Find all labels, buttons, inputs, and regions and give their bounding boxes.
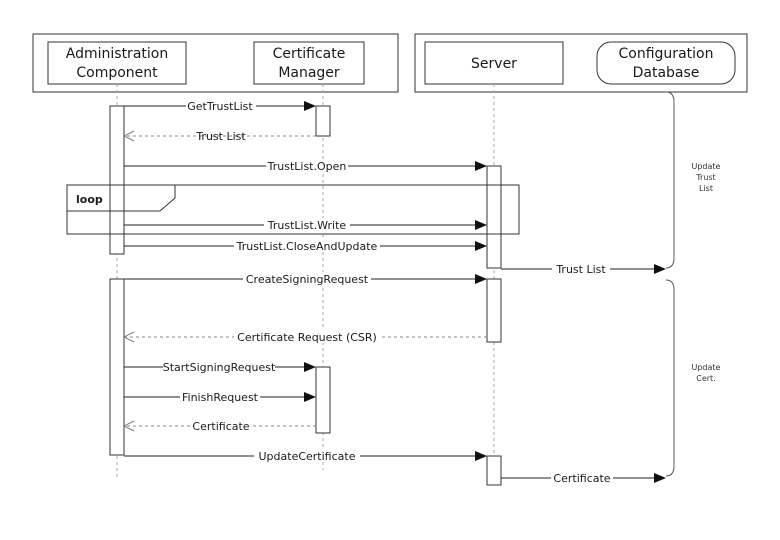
note-update-cert-line1: Update <box>692 363 721 372</box>
message-trust-list-reply: Trust List <box>122 130 316 143</box>
message-finish-request: FinishRequest <box>124 390 316 404</box>
message-get-trust-list: GetTrustList <box>124 99 316 113</box>
participant-admin-component: Administration Component <box>47 41 187 85</box>
participant-certmgr-line2: Manager <box>278 65 340 81</box>
participant-certmgr-line1: Certificate <box>273 46 346 62</box>
note-update-trust-list-line2: Trust <box>695 173 715 182</box>
activation-certmgr-2 <box>315 366 331 434</box>
message-start-signing-request-label: StartSigningRequest <box>163 361 276 374</box>
message-get-trust-list-label: GetTrustList <box>187 100 253 113</box>
participant-configuration-database: Configuration Database <box>596 41 736 85</box>
participant-configdb-line1: Configuration <box>619 46 714 62</box>
participant-certificate-manager: Certificate Manager <box>253 41 365 85</box>
loop-label: loop <box>76 193 103 206</box>
note-update-cert: Update Cert. <box>665 279 721 477</box>
message-server-trust-list: Trust List <box>501 262 666 276</box>
activation-server-3 <box>486 455 502 486</box>
message-create-signing-request: CreateSigningRequest <box>124 272 487 286</box>
activation-admin-1 <box>109 105 125 255</box>
message-trust-list-open: TrustList.Open <box>124 159 487 173</box>
message-create-signing-request-label: CreateSigningRequest <box>246 273 369 286</box>
activation-certmgr-1 <box>315 105 331 137</box>
message-csr-reply-label: Certificate Request (CSR) <box>237 331 377 344</box>
message-trust-list-close-and-update: TrustList.CloseAndUpdate <box>124 239 487 253</box>
message-trust-list-write: TrustList.Write <box>124 218 487 232</box>
activation-admin-2 <box>109 278 125 456</box>
message-trust-list-close-label: TrustList.CloseAndUpdate <box>236 240 378 253</box>
participant-configdb-line2: Database <box>633 65 700 81</box>
message-trust-list-open-label: TrustList.Open <box>267 160 347 173</box>
activation-server-2 <box>486 278 502 343</box>
message-server-certificate-label: Certificate <box>553 472 610 485</box>
participant-server: Server <box>424 41 564 85</box>
message-certificate-reply-label: Certificate <box>192 420 249 433</box>
message-update-certificate-label: UpdateCertificate <box>259 450 356 463</box>
message-update-certificate: UpdateCertificate <box>124 449 487 463</box>
message-trust-list-write-label: TrustList.Write <box>267 219 347 232</box>
message-server-certificate: Certificate <box>501 471 666 485</box>
note-update-trust-list-line3: List <box>699 184 713 193</box>
loop-fragment: loop <box>66 184 520 235</box>
server-group-frame <box>414 33 748 93</box>
activation-server-1 <box>486 165 502 269</box>
participant-admin-line1: Administration <box>66 46 168 62</box>
note-update-trust-list: Update Trust List <box>665 91 721 269</box>
message-server-trust-list-label: Trust List <box>555 263 606 276</box>
client-group-frame <box>32 33 399 93</box>
message-trust-list-reply-label: Trust List <box>195 130 246 143</box>
message-start-signing-request: StartSigningRequest <box>124 360 316 374</box>
note-update-trust-list-line1: Update <box>692 162 721 171</box>
participant-server-label: Server <box>471 56 517 72</box>
message-csr-reply: Certificate Request (CSR) <box>122 330 487 344</box>
participant-admin-line2: Component <box>76 65 158 81</box>
message-certificate-reply: Certificate <box>122 419 316 433</box>
message-finish-request-label: FinishRequest <box>182 391 259 404</box>
note-update-cert-line2: Cert. <box>696 374 715 383</box>
